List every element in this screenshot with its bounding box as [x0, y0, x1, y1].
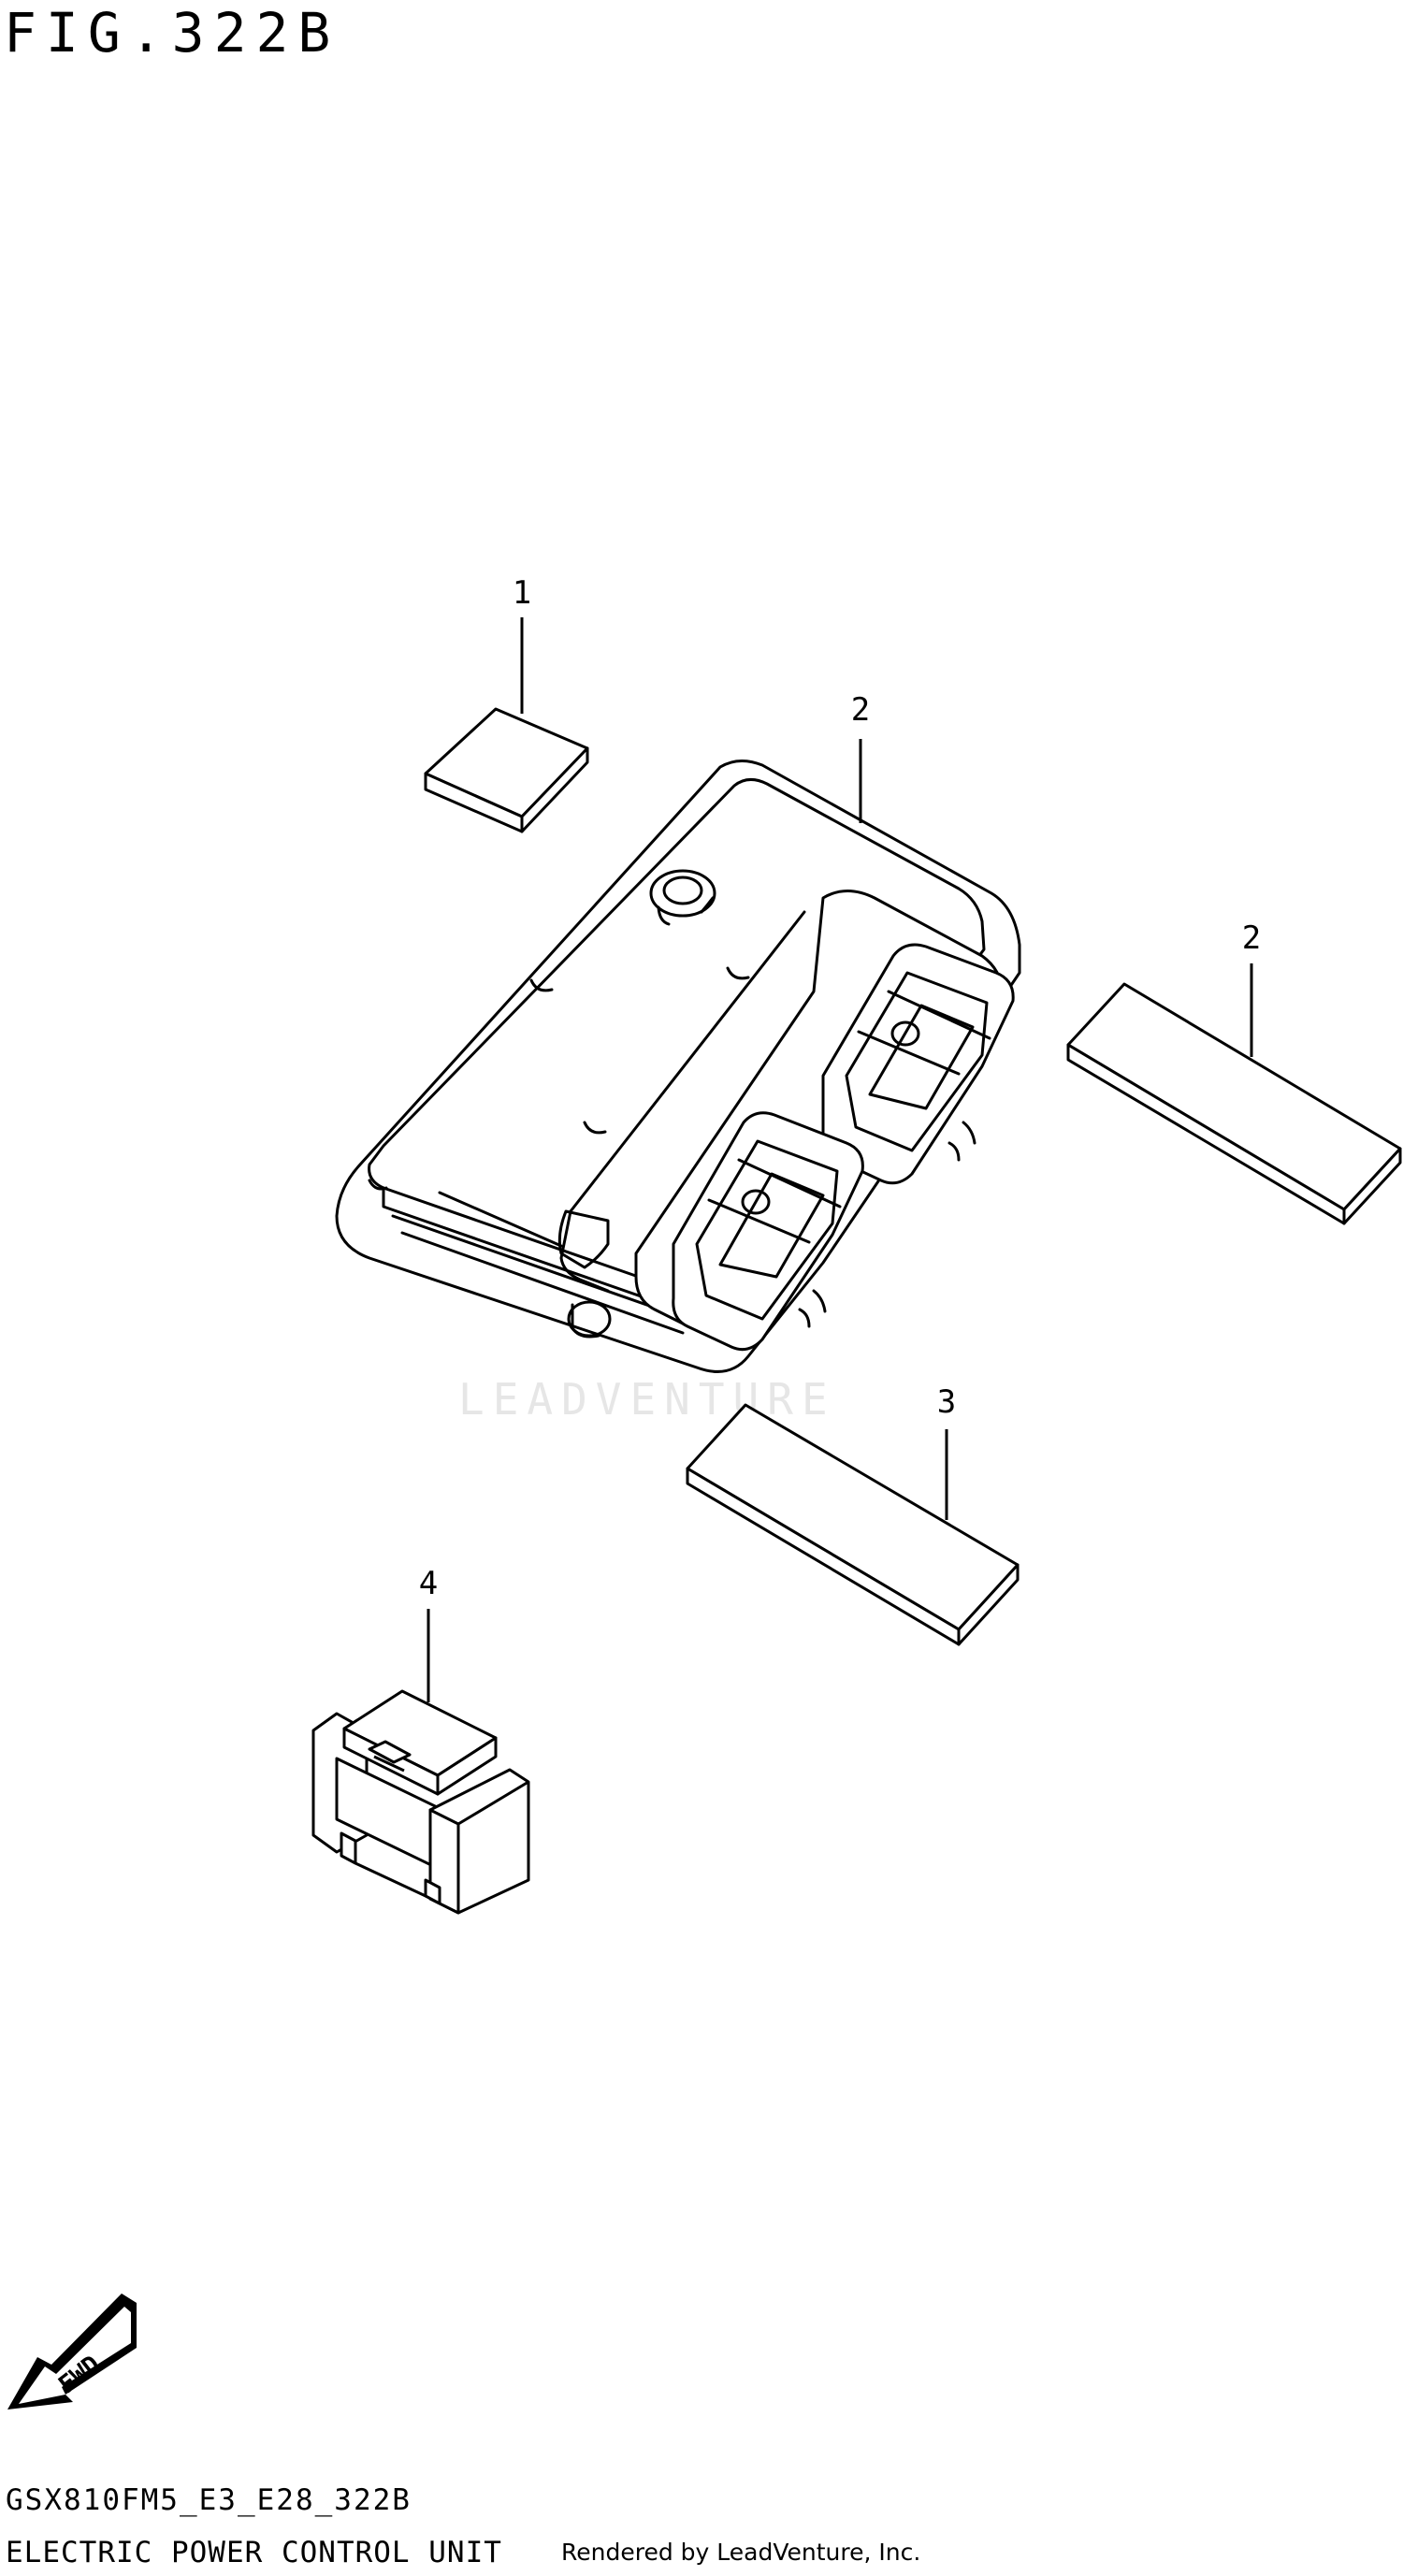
callout-1[interactable]: 2	[851, 691, 870, 729]
part-1-control-unit[interactable]	[335, 760, 1021, 1373]
callout-2-upper[interactable]: 2	[1242, 919, 1261, 957]
part-2-strip-lower[interactable]	[686, 1403, 1020, 1646]
part-3-pad[interactable]	[424, 707, 589, 833]
leader-lines	[427, 617, 1253, 1702]
fwd-arrow-icon: FWD	[7, 2294, 137, 2410]
diagram-title: ELECTRIC POWER CONTROL UNIT	[6, 2536, 502, 2569]
model-code: GSX810FM5_E3_E28_322B	[6, 2483, 412, 2517]
callout-3[interactable]: 1	[513, 574, 531, 612]
connector-lower	[672, 1111, 864, 1352]
figure-title: FIG.322B	[4, 1, 340, 65]
watermark: LEADVENTURE	[458, 1374, 836, 1425]
part-4-relay[interactable]	[311, 1689, 530, 1915]
rendered-by-credit: Rendered by LeadVenture, Inc.	[561, 2539, 921, 2566]
callout-4[interactable]: 4	[419, 1565, 438, 1602]
part-2-strip-upper[interactable]	[1066, 982, 1402, 1225]
callout-2-lower[interactable]: 3	[937, 1383, 956, 1421]
